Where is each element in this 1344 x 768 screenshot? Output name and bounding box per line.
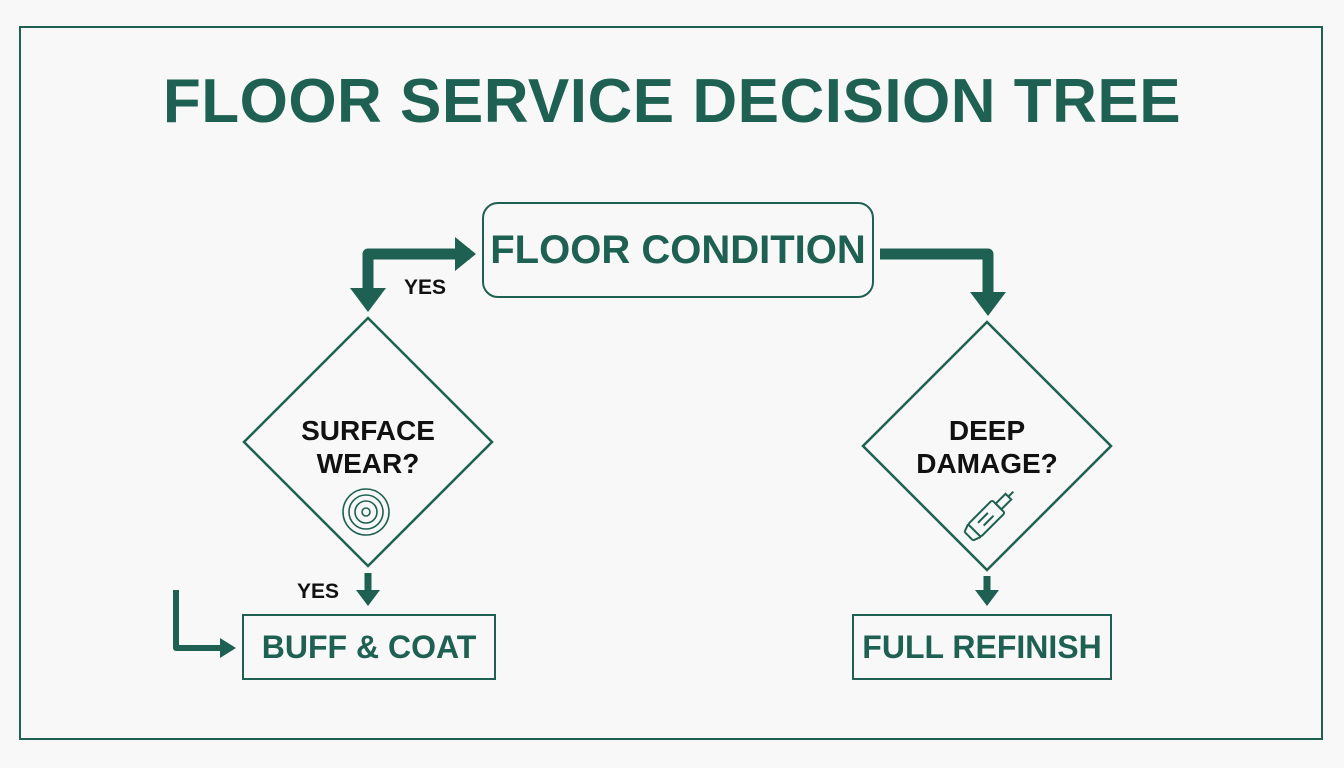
buffer-pad-icon [342, 488, 390, 536]
arrow-into-buff-box [220, 638, 236, 658]
decision-surface-wear-line1: SURFACE [301, 415, 435, 446]
arrow-down-to-surface-wear [350, 288, 386, 312]
arrow-down-to-deep-damage [970, 292, 1006, 316]
connector-left-loop [362, 248, 470, 294]
decision-deep-damage-line1: DEEP [948, 415, 1026, 446]
outcome-full-refinish: FULL REFINISH [852, 614, 1112, 680]
connector-start-to-deep-damage [880, 248, 994, 296]
start-node-floor-condition: FLOOR CONDITION [482, 202, 874, 298]
decision-diamond-deep-damage [861, 320, 1113, 572]
arrow-into-start-box [455, 237, 476, 271]
decision-deep-damage-line2: DAMAGE? [916, 448, 1058, 479]
edge-label-yes-top: YES [404, 276, 447, 299]
connector-left-elbow [173, 590, 222, 651]
decision-deep-damage-label: DEEP DAMAGE? [887, 414, 1087, 480]
outcome-buff-and-coat: BUFF & COAT [242, 614, 496, 680]
edge-label-yes-bottom: YES [297, 580, 340, 603]
decision-surface-wear-line2: WEAR? [316, 448, 420, 479]
diagram-title: FLOOR SERVICE DECISION TREE [162, 67, 1182, 136]
decision-surface-wear-label: SURFACE WEAR? [268, 414, 468, 480]
arrow-down-to-refinish [975, 590, 999, 606]
scraper-tool-icon [963, 490, 1015, 542]
arrow-down-to-buff [356, 590, 380, 606]
decision-diamond-surface-wear [242, 316, 494, 568]
diagram-frame [19, 26, 1323, 740]
